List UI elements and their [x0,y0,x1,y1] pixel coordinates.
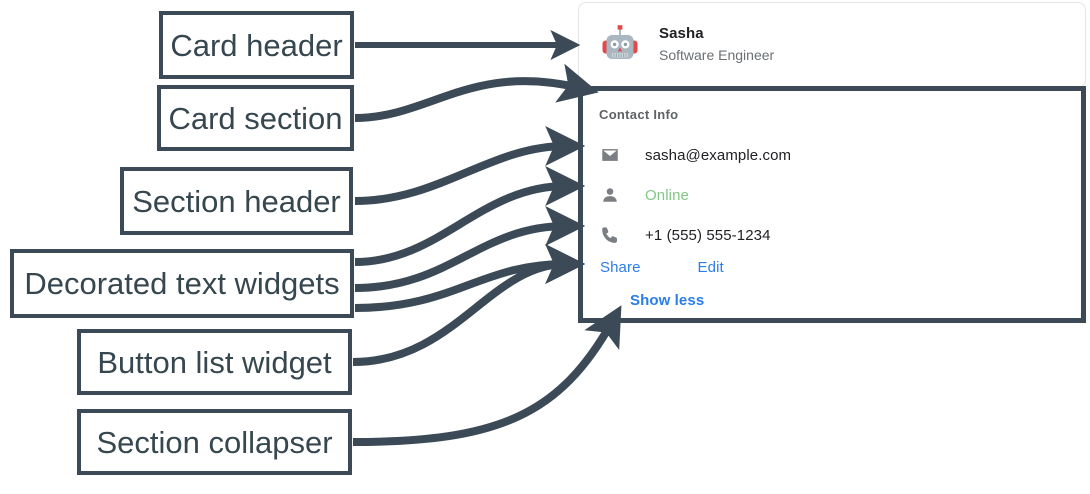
person-icon [599,184,621,206]
show-less-button[interactable]: Show less [630,292,705,309]
callout-label: Card section [168,100,343,136]
decorated-text-row-phone: +1 (555) 555-1234 [599,215,1081,255]
callout-card-header: Card header [159,11,354,79]
decorated-text-row-email: sasha@example.com [599,135,1081,175]
callout-label: Card header [170,27,343,63]
arrow-decorated-1 [354,166,586,266]
contact-card: Sasha Software Engineer [578,2,1086,88]
callout-label: Section header [132,183,341,219]
arrow-section-header [354,126,586,205]
row-value-email: sasha@example.com [645,146,792,164]
card-header-texts: Sasha Software Engineer [659,24,774,66]
edit-button[interactable]: Edit [697,259,724,276]
phone-icon [599,224,621,246]
arrow-button-list [352,244,586,366]
button-list-widget: Share Edit [600,259,1081,276]
arrow-section-collapser [352,305,622,446]
card-subtitle: Software Engineer [659,47,775,63]
row-value-phone: +1 (555) 555-1234 [645,226,771,244]
callout-decorated-text-widgets: Decorated text widgets [10,249,354,318]
row-value-status: Online [645,186,689,204]
robot-avatar-icon [597,22,643,68]
card-section: Contact Info sasha@example.com [578,86,1086,323]
callout-card-section: Card section [157,85,354,151]
card-section-content: Contact Info sasha@example.com [583,91,1081,310]
email-icon [599,144,621,166]
callout-label: Section collapser [96,424,333,460]
card-header: Sasha Software Engineer [579,3,1085,87]
arrow-decorated-2 [354,206,586,292]
arrow-card-section [354,63,599,122]
card-title: Sasha [659,25,704,42]
section-header: Contact Info [599,107,679,122]
callout-section-collapser: Section collapser [77,409,352,475]
decorated-text-row-status: Online [599,175,1081,215]
section-collapser: Show less [630,292,1081,310]
callout-label: Decorated text widgets [24,266,340,301]
callout-section-header: Section header [120,167,353,235]
callout-button-list-widget: Button list widget [77,329,352,395]
share-button[interactable]: Share [600,259,641,276]
arrow-decorated-3 [354,244,586,312]
callout-label: Button list widget [97,344,332,380]
